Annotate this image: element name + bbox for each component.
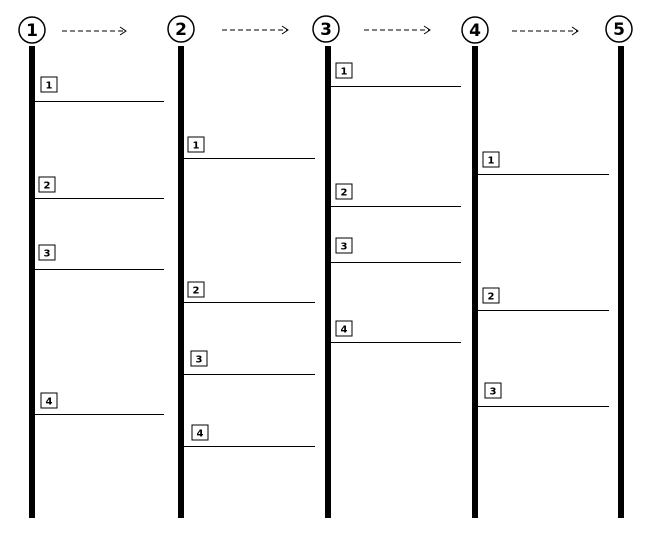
node-label: 3 — [320, 20, 332, 40]
marker-box — [335, 320, 353, 337]
marker-box — [190, 350, 208, 367]
lane-1-marker-3: 3 — [35, 244, 164, 270]
node-4: 4 — [461, 16, 489, 44]
marker-box — [187, 281, 205, 298]
marker-box — [482, 151, 500, 168]
marker-label: 4 — [46, 397, 53, 408]
marker-label: 3 — [44, 249, 51, 260]
marker-label: 2 — [488, 292, 495, 303]
lane-4-marker-2: 2 — [478, 287, 609, 311]
lane-2-marker-1: 1 — [184, 136, 315, 159]
node-label: 1 — [26, 21, 38, 41]
marker-label: 4 — [197, 429, 204, 440]
node-3: 3 — [312, 15, 340, 43]
lane-1-marker-1: 1 — [35, 76, 164, 102]
node-1: 1 — [18, 16, 46, 44]
node-2: 2 — [167, 15, 195, 43]
dashed-arrow-1-2 — [62, 26, 127, 36]
marker-label: 3 — [490, 387, 497, 398]
marker-box — [335, 237, 353, 254]
node-circle — [18, 16, 46, 44]
node-circle — [461, 16, 489, 44]
marker-box — [40, 392, 58, 409]
marker-box — [482, 287, 500, 304]
marker-label: 3 — [196, 355, 203, 366]
marker-box — [335, 183, 353, 200]
lane-3-marker-1: 1 — [331, 62, 461, 87]
marker-label: 1 — [341, 67, 348, 78]
marker-box — [484, 382, 502, 399]
node-label: 2 — [175, 20, 187, 40]
node-5: 5 — [605, 15, 633, 43]
lane-3-marker-2: 2 — [331, 183, 461, 207]
marker-box — [40, 76, 58, 93]
lane-2-marker-3: 3 — [184, 350, 315, 375]
lane-2-marker-2: 2 — [184, 281, 315, 303]
marker-label: 2 — [193, 286, 200, 297]
node-label: 4 — [469, 21, 481, 41]
marker-box — [38, 176, 56, 193]
marker-label: 2 — [44, 181, 51, 192]
marker-label: 1 — [193, 141, 200, 152]
marker-label: 1 — [46, 81, 53, 92]
node-circle — [605, 15, 633, 43]
marker-label: 3 — [341, 242, 348, 253]
dashed-arrow-2-3 — [222, 25, 289, 35]
lane-3-marker-3: 3 — [331, 237, 461, 263]
marker-label: 4 — [341, 325, 348, 336]
lane-3-marker-4: 4 — [331, 320, 461, 343]
node-label: 5 — [613, 20, 625, 40]
marker-label: 1 — [488, 156, 495, 167]
marker-label: 2 — [341, 188, 348, 199]
lane-2-marker-4: 4 — [184, 424, 315, 447]
marker-box — [191, 424, 209, 441]
marker-box — [335, 62, 353, 79]
lane-1-marker-4: 4 — [35, 392, 164, 415]
lane-4-marker-3: 3 — [478, 382, 609, 407]
node-circle — [167, 15, 195, 43]
marker-box — [38, 244, 56, 261]
lane-1-marker-2: 2 — [35, 176, 164, 199]
dashed-arrow-4-5 — [512, 26, 579, 36]
node-circle — [312, 15, 340, 43]
lane-4-marker-1: 1 — [478, 151, 609, 175]
marker-box — [187, 136, 205, 153]
dashed-arrow-3-4 — [364, 25, 431, 35]
